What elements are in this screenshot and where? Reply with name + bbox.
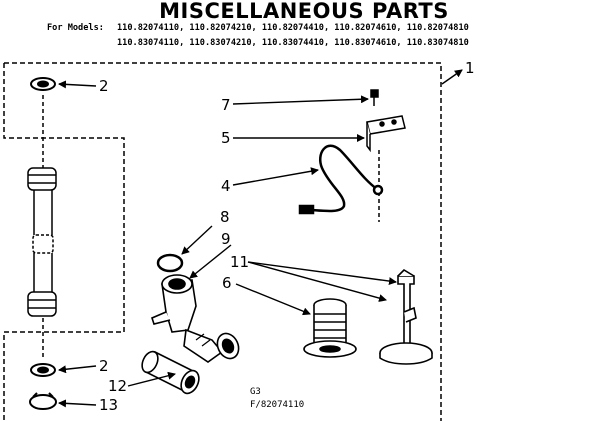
models-list-line-2: 110.83074110, 110.83074210, 110.83074410… (117, 38, 469, 48)
washer-bottom (30, 363, 56, 377)
callout-9: 9 (221, 230, 231, 248)
callout-7: 7 (221, 96, 231, 114)
assembly-outline (3, 62, 442, 421)
screw (370, 89, 379, 106)
callout-2-bottom: 2 (99, 357, 109, 375)
washer-top (30, 77, 56, 91)
o-ring (156, 253, 184, 273)
models-prefix: For Models: (47, 23, 104, 33)
fill-hose (27, 95, 57, 360)
callout-2-top: 2 (99, 77, 109, 95)
callout-12: 12 (108, 377, 128, 395)
callout-1: 1 (465, 59, 475, 77)
drain-hose-section (141, 350, 200, 395)
pump-elbow (151, 274, 240, 363)
leveling-leg (379, 268, 433, 365)
motor-mount (303, 298, 357, 358)
callout-6: 6 (222, 274, 232, 292)
callout-13: 13 (99, 396, 119, 414)
callout-8: 8 (220, 208, 230, 226)
figure-code-line-2: F/82074110 (250, 400, 305, 410)
callout-11: 11 (230, 253, 250, 271)
page-title: MISCELLANEOUS PARTS (159, 0, 449, 23)
bracket (366, 115, 406, 222)
callout-4: 4 (221, 177, 231, 195)
figure-code-line-1: G3 (250, 387, 261, 397)
hose-clamp (29, 392, 57, 410)
wire-harness (298, 144, 384, 215)
callout-5: 5 (221, 129, 231, 147)
callout-leaders (58, 69, 463, 408)
models-list-line-1: 110.82074110, 110.82074210, 110.82074410… (117, 23, 469, 33)
